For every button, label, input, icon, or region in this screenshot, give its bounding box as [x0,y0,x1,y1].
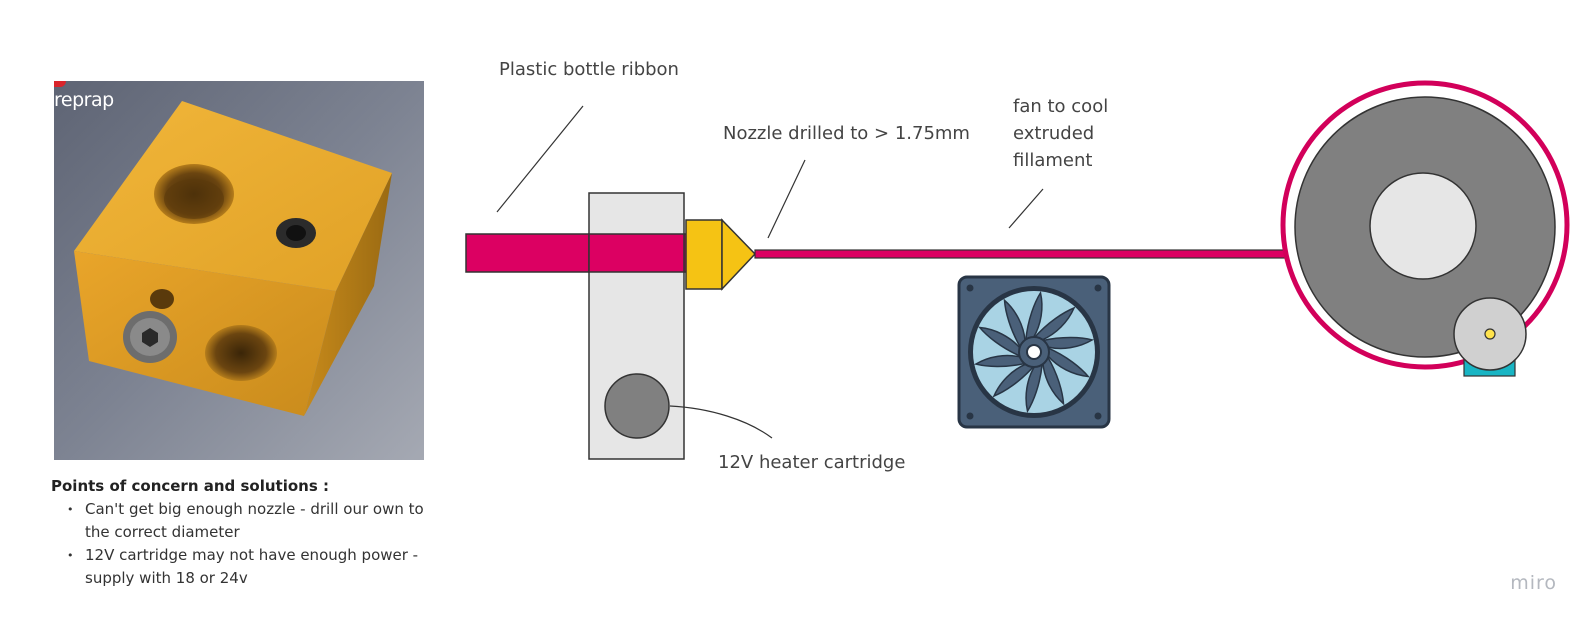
notes-title: Points of concern and solutions : [51,477,329,495]
heater-block-photo: reprap [54,81,424,460]
notes-list: Can't get big enough nozzle - drill our … [51,498,441,590]
reprap-logo-mark [54,81,66,87]
notes-item: 12V cartridge may not have enough power … [67,544,441,590]
extruded-filament [754,249,1287,259]
motor-icon [1453,297,1527,377]
ribbon-through-block [588,233,685,273]
ribbon-label: Plastic bottle ribbon [499,59,679,80]
reprap-logo-text: reprap [54,89,114,111]
heater-cartridge [604,373,670,439]
heater-leader-line [669,405,773,439]
nozzle-leader-line [767,159,806,239]
heater-label: 12V heater cartridge [718,452,906,473]
spool-icon [1280,80,1570,370]
concerns-notes: Points of concern and solutions : Can't … [51,475,441,590]
nozzle-tip [721,218,757,291]
nozzle-label: Nozzle drilled to > 1.75mm [723,123,970,144]
reprap-logo: reprap [54,81,114,110]
notes-item: Can't get big enough nozzle - drill our … [67,498,441,544]
fan-leader-line [1008,188,1044,229]
miro-watermark: miro [1510,572,1557,594]
cooling-fan-icon [957,275,1111,429]
ribbon-leader-line [496,105,584,213]
nozzle-body [685,219,723,290]
fan-label: fan to cool extruded fillament [1013,96,1109,171]
